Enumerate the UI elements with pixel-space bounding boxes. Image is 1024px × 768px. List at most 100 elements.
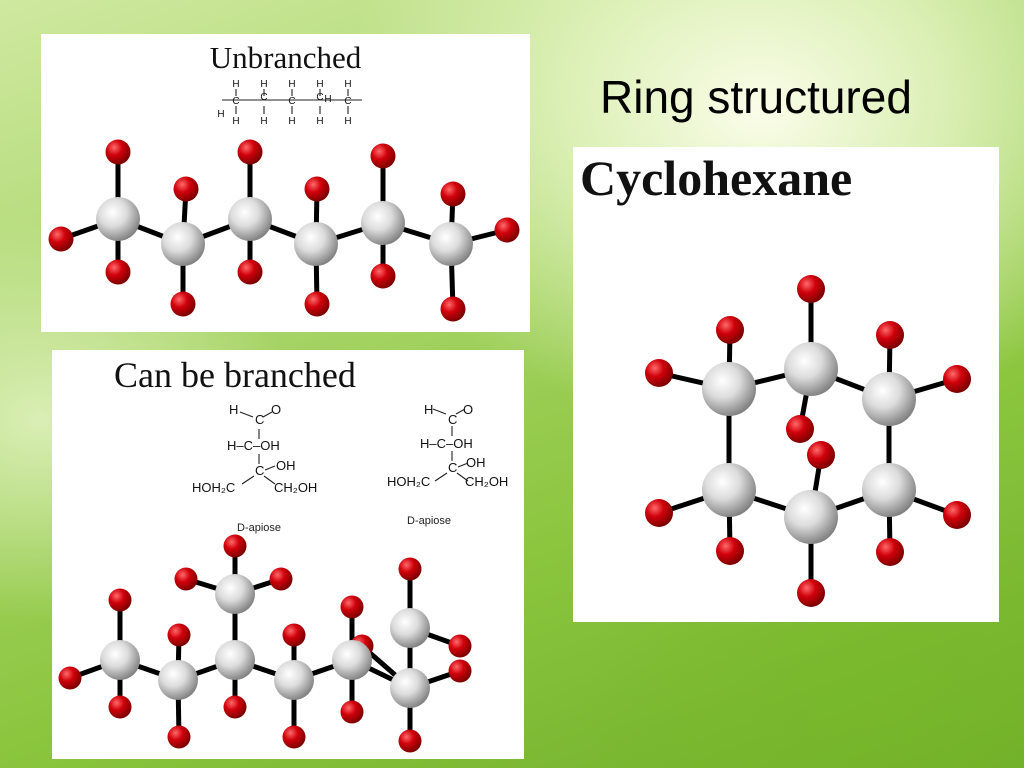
hydrogen-atom: [440, 296, 466, 322]
formula-o: O: [463, 402, 474, 417]
hydrogen-atom: [304, 176, 330, 202]
formula-o: O: [271, 402, 282, 417]
hydrogen-atom: [370, 263, 396, 289]
carbon-atom: [158, 660, 198, 700]
hydrogen-atom: [282, 725, 306, 749]
formula-hydrogen: H: [344, 79, 351, 90]
unbranched-title: Unbranched: [209, 40, 362, 75]
formula-c: C: [448, 412, 458, 427]
hydrogen-atom: [797, 579, 825, 607]
hydrogen-atom: [237, 259, 263, 285]
hydrogen-atom: [269, 567, 293, 591]
carbon-atom: [215, 574, 255, 614]
formula-carbon: C: [316, 92, 323, 103]
hydrogen-atom: [340, 700, 364, 724]
branched-title: Can be branched: [114, 355, 356, 395]
formula-hydrogen: H: [260, 116, 267, 127]
carbon-atom: [332, 640, 372, 680]
formula-c2: C: [448, 460, 458, 475]
formula-h: H: [424, 402, 434, 417]
hydrogen-atom: [876, 538, 904, 566]
hydrogen-atom: [108, 588, 132, 612]
formula-oh: OH: [466, 455, 486, 470]
hydrogen-atom: [370, 143, 396, 169]
formula-left: HOH₂C: [192, 480, 236, 495]
hydrogen-atom: [398, 729, 422, 753]
hydrogen-atom: [304, 291, 330, 317]
formula-hydrogen: H: [288, 79, 295, 90]
hydrogen-atom: [645, 499, 673, 527]
apiose-bonds: [239, 408, 469, 485]
hydrogen-atom: [173, 176, 199, 202]
hydrogen-atom: [440, 181, 466, 207]
formula-carbon: C: [288, 96, 295, 107]
carbon-atom: [702, 362, 756, 416]
formula-hydrogen: H: [288, 116, 295, 127]
hydrogen-atom: [223, 534, 247, 558]
formula-hydrogen: H: [232, 79, 239, 90]
ring-panel: Cyclohexane: [573, 147, 999, 622]
carbon-atom: [96, 197, 140, 241]
ring-title: Cyclohexane: [580, 150, 853, 206]
hydrogen-atom: [108, 695, 132, 719]
formula-row1: H–C–OH: [227, 438, 280, 453]
carbon-atom: [294, 222, 338, 266]
hydrogen-atom: [167, 725, 191, 749]
formula-right: CH₂OH: [274, 480, 318, 495]
hydrogen-atom: [48, 226, 74, 252]
hydrogen-atom: [716, 537, 744, 565]
formula-carbon: C: [344, 96, 351, 107]
formula-hydrogen: H: [232, 116, 239, 127]
hydrogen-atom: [223, 695, 247, 719]
carbon-atom: [100, 640, 140, 680]
hydrogen-atom: [174, 567, 198, 591]
formula-carbon: C: [260, 92, 267, 103]
hydrogen-atom: [398, 557, 422, 581]
carbon-atom: [390, 668, 430, 708]
carbon-atom: [862, 372, 916, 426]
slide-title: Ring structured: [600, 71, 912, 123]
branched-molecule: [58, 408, 472, 753]
carbon-atom: [390, 608, 430, 648]
hydrogen-atom: [282, 623, 306, 647]
formula-right: CH₂OH: [465, 474, 509, 489]
carbon-atom: [161, 222, 205, 266]
hydrogen-atom: [943, 365, 971, 393]
formula-hydrogen: H: [217, 109, 224, 120]
formula-c: C: [255, 412, 265, 427]
branched-panel: Can be branched H C O H–C–OH C OH HOH₂C …: [52, 350, 524, 759]
carbon-atom: [361, 201, 405, 245]
hydrogen-atom: [340, 595, 364, 619]
formula-carbon: C: [232, 96, 239, 107]
hydrogen-atom: [494, 217, 520, 243]
hydrogen-atom: [448, 659, 472, 683]
hydrogen-atom: [58, 666, 82, 690]
compound-name: D-apiose: [407, 515, 452, 527]
carbon-atom: [862, 463, 916, 517]
hydrogen-atom: [943, 501, 971, 529]
carbon-atom: [784, 342, 838, 396]
carbon-atom: [702, 463, 756, 517]
formula-oh: OH: [276, 458, 296, 473]
hydrogen-atom: [170, 291, 196, 317]
hydrogen-atom: [786, 415, 814, 443]
hydrogen-atom: [797, 275, 825, 303]
hydrogen-atom: [167, 623, 191, 647]
cyclohexane-molecule: [645, 275, 971, 607]
carbon-atom: [215, 640, 255, 680]
hydrogen-atom: [645, 359, 673, 387]
hydrogen-atom: [237, 139, 263, 165]
carbon-atom: [784, 490, 838, 544]
carbon-atom: [228, 197, 272, 241]
formula-hydrogen: H: [324, 94, 331, 105]
hydrogen-atom: [105, 139, 131, 165]
hydrogen-atom: [716, 316, 744, 344]
hydrogen-atom: [876, 321, 904, 349]
formula-hydrogen: H: [344, 116, 351, 127]
formula-left: HOH₂C: [387, 474, 431, 489]
carbon-atom: [429, 222, 473, 266]
carbon-atom: [274, 660, 314, 700]
